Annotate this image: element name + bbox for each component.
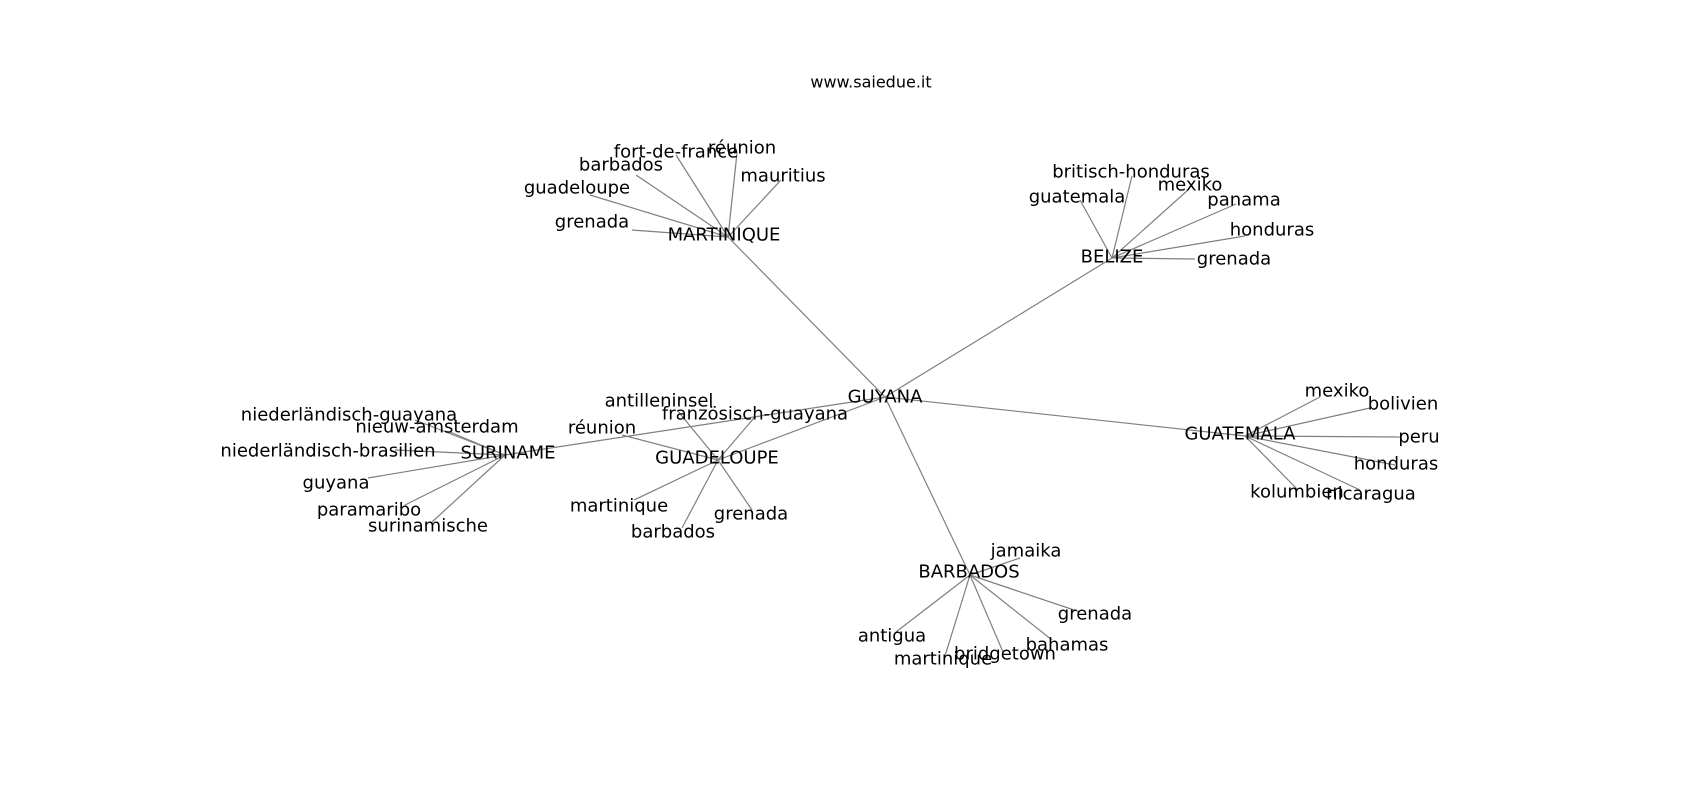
leaf-node-label: martinique [570, 496, 668, 517]
edge-martinique-0 [631, 229, 729, 238]
edge-guadeloupe-3 [633, 459, 719, 501]
leaf-node-label: bahamas [1026, 635, 1109, 656]
edge-root-guatemala [884, 396, 1246, 437]
edge-suriname-3 [367, 454, 506, 479]
edge-guadeloupe-2 [621, 434, 719, 461]
edge-barbados-2 [969, 574, 1053, 641]
leaf-node-label: barbados [631, 522, 715, 543]
leaf-node-label: antigua [858, 626, 926, 647]
leaf-node-label: guadeloupe [524, 178, 630, 199]
leaf-node-label: paramaribo [317, 500, 421, 521]
edge-barbados-4 [944, 574, 971, 657]
edge-guatemala-5 [1244, 435, 1299, 491]
edge-barbados-3 [969, 574, 1004, 653]
edge-belize-2 [1111, 189, 1189, 259]
leaf-node-label: nicaragua [1326, 484, 1416, 505]
leaf-node-label: nieuw-amsterdam [355, 417, 518, 438]
leaf-node-label: französisch-guayana [662, 404, 848, 425]
edge-barbados-5 [895, 574, 971, 633]
edge-root-martinique [727, 236, 886, 398]
edge-belize-5 [1111, 257, 1196, 260]
edge-guatemala-1 [1244, 407, 1371, 437]
leaf-node-label: grenada [1058, 604, 1132, 625]
leaf-node-label: peru [1398, 427, 1439, 448]
leaf-node-label: niederländisch-guayana [241, 405, 457, 426]
edge-root-barbados [884, 396, 971, 576]
leaf-node-label: fort-de-france [614, 142, 738, 163]
edge-guatemala-4 [1244, 435, 1361, 491]
leaf-node-label: réunion [568, 418, 636, 439]
hub-node-label-martinique: MARTINIQUE [668, 225, 781, 246]
edge-suriname-4 [404, 454, 506, 506]
site-title: www.saiedue.it [810, 73, 931, 92]
leaf-node-label: grenada [555, 212, 629, 233]
edge-martinique-5 [727, 179, 782, 238]
edge-martinique-2 [635, 174, 729, 238]
leaf-node-label: martinique [894, 649, 992, 670]
edge-root-guadeloupe [717, 396, 886, 461]
hub-node-label-guadeloupe: GUADELOUPE [655, 448, 779, 469]
leaf-node-label: mexiko [1305, 381, 1370, 402]
leaf-node-label: niederländisch-brasilien [220, 441, 435, 462]
graph-labels: GUYANAMARTINIQUEgrenadaguadeloupebarbado… [220, 138, 1439, 670]
leaf-node-label: guatemala [1029, 187, 1126, 208]
leaf-node-label: guyana [303, 473, 370, 494]
root-node-label: GUYANA [848, 387, 923, 408]
edge-barbados-1 [969, 574, 1081, 613]
edge-suriname-1 [414, 419, 506, 456]
leaf-node-label: kolumbien [1250, 482, 1344, 503]
leaf-node-label: barbados [579, 155, 663, 176]
edge-guadeloupe-0 [717, 417, 755, 461]
leaf-node-label: honduras [1230, 220, 1314, 241]
leaf-node-label: antilleninsel [605, 391, 714, 412]
hub-node-label-guatemala: GUATEMALA [1184, 424, 1296, 445]
leaf-node-label: bolivien [1368, 394, 1439, 415]
leaf-node-label: bridgetown [954, 644, 1056, 665]
leaf-node-label: grenada [1197, 249, 1271, 270]
edge-guatemala-2 [1244, 435, 1401, 438]
edge-guadeloupe-5 [717, 459, 753, 511]
graph-edges [367, 152, 1401, 657]
leaf-node-label: mexiko [1158, 175, 1223, 196]
edge-root-suriname [504, 396, 886, 456]
hub-node-label-suriname: SURINAME [460, 443, 555, 464]
edge-belize-3 [1111, 203, 1237, 259]
leaf-node-label: surinamische [368, 516, 488, 537]
edge-belize-1 [1111, 175, 1133, 259]
leaf-node-label: britisch-honduras [1052, 162, 1210, 183]
edge-belize-0 [1079, 199, 1113, 259]
edge-guatemala-3 [1244, 435, 1396, 466]
edge-martinique-3 [675, 154, 729, 238]
leaf-node-label: jamaika [990, 541, 1062, 562]
edge-barbados-0 [969, 557, 1021, 576]
edge-guatemala-0 [1244, 396, 1321, 437]
edge-belize-4 [1111, 235, 1246, 259]
leaf-node-label: honduras [1354, 454, 1438, 475]
hub-node-label-barbados: BARBADOS [918, 562, 1019, 583]
edge-guadeloupe-1 [676, 409, 719, 461]
edge-guadeloupe-4 [681, 459, 719, 529]
edge-suriname-5 [431, 454, 506, 523]
edge-root-belize [884, 257, 1113, 398]
leaf-node-label: mauritius [740, 166, 825, 187]
hub-node-label-belize: BELIZE [1081, 247, 1144, 268]
leaf-node-label: grenada [714, 504, 788, 525]
leaf-node-label: panama [1207, 190, 1280, 211]
edge-suriname-2 [394, 449, 506, 456]
edge-martinique-4 [727, 152, 738, 238]
edge-martinique-1 [589, 194, 729, 238]
leaf-node-label: réunion [708, 138, 776, 159]
